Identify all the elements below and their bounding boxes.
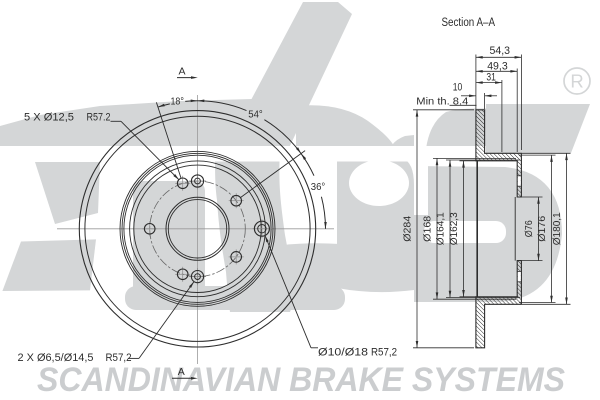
svg-text:R57.2: R57.2 xyxy=(87,112,111,124)
svg-text:49,3: 49,3 xyxy=(487,60,508,72)
svg-text:Min th. 8.4: Min th. 8.4 xyxy=(416,95,468,107)
svg-text:Ø10/Ø18: Ø10/Ø18 xyxy=(318,346,368,358)
svg-text:10: 10 xyxy=(453,81,463,93)
svg-text:Ø180,1: Ø180,1 xyxy=(551,212,563,245)
svg-text:Ø168: Ø168 xyxy=(422,216,434,242)
svg-text:5 X Ø12,5: 5 X Ø12,5 xyxy=(24,112,74,124)
svg-text:18°: 18° xyxy=(170,96,184,107)
svg-text:R: R xyxy=(570,71,583,92)
svg-text:36°: 36° xyxy=(311,182,326,193)
svg-text:A: A xyxy=(178,366,185,378)
svg-text:2 X Ø6,5/Ø14,5: 2 X Ø6,5/Ø14,5 xyxy=(18,352,94,364)
svg-text:A: A xyxy=(178,65,185,77)
svg-text:Section A–A: Section A–A xyxy=(442,17,496,29)
svg-text:SCANDINAVIAN BRAKE SYSTEMS: SCANDINAVIAN BRAKE SYSTEMS xyxy=(37,361,565,399)
svg-text:Ø162,3: Ø162,3 xyxy=(448,212,460,245)
svg-text:Ø164,1: Ø164,1 xyxy=(435,212,447,245)
svg-text:Ø284: Ø284 xyxy=(402,216,414,242)
svg-text:Ø76: Ø76 xyxy=(523,220,535,237)
svg-text:54°: 54° xyxy=(248,109,263,120)
svg-text:31: 31 xyxy=(486,72,496,84)
svg-text:R57,2: R57,2 xyxy=(106,352,132,364)
svg-text:54,3: 54,3 xyxy=(490,45,511,57)
svg-text:R57,2: R57,2 xyxy=(371,346,397,358)
svg-text:Ø176: Ø176 xyxy=(536,216,548,242)
